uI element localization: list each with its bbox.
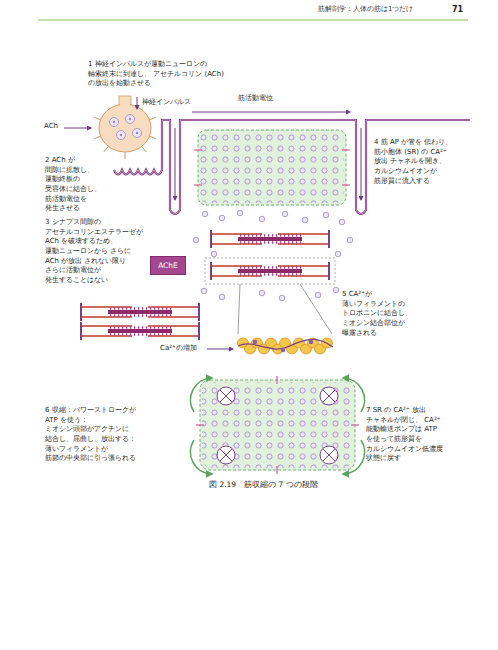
step-text: 3 シナプス間隙の アセチルコリンエステラーゼが ACh を破壊するため、 運動… [45,218,145,286]
zoom-lines [238,284,332,334]
enzyme-box: AChE [150,256,186,275]
sarcomere [205,230,335,284]
sarcomere [81,303,199,340]
signal-label: Ca²⁺の増加 [160,344,197,354]
ap-arrow [175,128,176,200]
running-title: 筋解剖学：人体の筋は1つだけ [318,5,413,15]
step-text: 6 収縮：パワーストロークが ATP を使う： ミオシン頭部がアクチンに 結合し… [45,406,149,464]
impulse-arrow [137,97,138,109]
thin-filament-helix [238,338,334,354]
closed-channel [217,387,338,464]
sarcoplasm-region [196,376,359,474]
ap-arrow [192,112,350,113]
step-text: 7 SR の CA²⁺ 放出 チャネルが閉じ、 CA²⁺能動輸送ポンプは ATP… [366,406,462,464]
sarcoplasm-region [194,130,350,205]
step-text: 2 ACh が 間隙に拡散し、 運動終板の 受容体に結合し、 筋活動電位を 発生… [45,156,109,214]
header-rule [38,20,468,21]
ach-arrow [64,128,91,129]
calcium-ion [193,210,353,301]
step-text: 4 筋 AP が管を 伝わり、 筋小胞体 (SR) の CA²⁺ 放出 チャネル… [374,138,456,186]
step-text: 1 神経インパルスが運動ニューロンの 軸索終末に到達し、 アセチルコリン (AC… [88,60,250,89]
step-text: 5 CA²⁺が 薄いフィラメントの トロポニンに結合し、 ミオシン結合部位が 曝… [342,290,428,338]
enzyme-label: AChE [151,261,185,270]
ap-arrow [361,128,362,200]
calcium-arrow [207,349,233,350]
page-number: 71 [452,4,463,15]
signal-label: 神経インパルス [142,98,191,108]
figure-caption: 図 2.19 筋収縮の 7 つの段階 [209,480,318,490]
sarcolemma [114,120,470,214]
pump-arrow [190,378,364,474]
signal-label: ACh [44,122,58,132]
signal-label: 筋活動電位 [238,94,273,104]
